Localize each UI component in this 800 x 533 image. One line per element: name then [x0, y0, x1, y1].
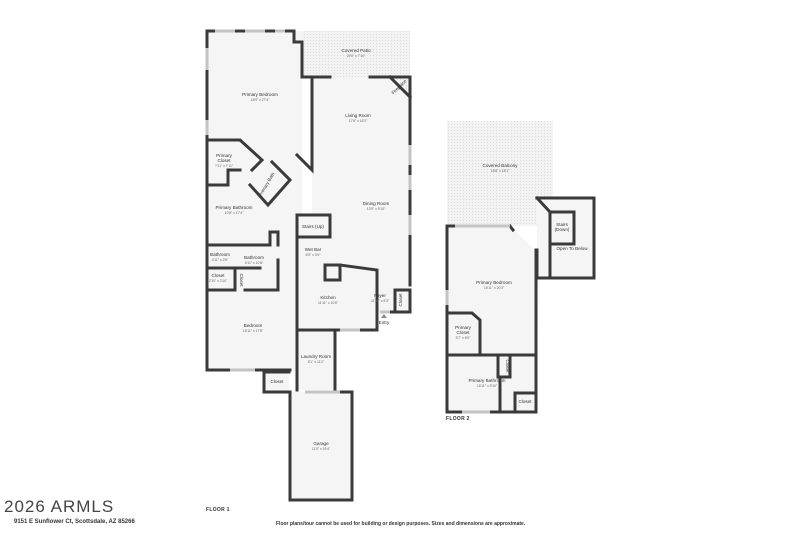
svg-text:Garage: Garage	[313, 441, 329, 446]
svg-text:7'11" x 7'11": 7'11" x 7'11"	[215, 164, 234, 168]
svg-text:Wet Bar: Wet Bar	[305, 247, 322, 252]
svg-text:15'11" x 17'8": 15'11" x 17'8"	[243, 329, 264, 333]
svg-text:Primary Bedroom: Primary Bedroom	[476, 280, 512, 285]
svg-text:17'6" x 16'2": 17'6" x 16'2"	[349, 119, 368, 123]
svg-text:Closet: Closet	[270, 379, 284, 384]
svg-text:8'1" x 11'2": 8'1" x 11'2"	[308, 360, 325, 364]
svg-text:Primary Bathroom: Primary Bathroom	[468, 378, 505, 383]
svg-text:Open To Below: Open To Below	[556, 246, 588, 251]
svg-text:15'11" x 9'10": 15'11" x 9'10"	[477, 384, 498, 388]
svg-text:Laundry Room: Laundry Room	[301, 354, 331, 359]
svg-text:18'9" x 27'4": 18'9" x 27'4"	[251, 98, 270, 102]
svg-text:Foyer: Foyer	[374, 293, 386, 298]
disclaimer: Floor plans/tour cannot be used for buil…	[276, 521, 526, 527]
svg-text:Primary: Primary	[216, 153, 233, 158]
svg-text:Covered Balcony: Covered Balcony	[483, 163, 519, 168]
svg-text:Primary Bedroom: Primary Bedroom	[242, 92, 278, 97]
svg-text:10'8" x 17'4": 10'8" x 17'4"	[225, 211, 244, 215]
floor-1: Covered Patio 20'0" x 7'10" Fireplace Pr…	[205, 29, 413, 502]
svg-text:Stairs (Up): Stairs (Up)	[302, 224, 324, 229]
svg-text:Bathroom: Bathroom	[244, 255, 264, 260]
floor-2: Covered Balcony 18'8" x 18'1" Stairs (Do…	[445, 121, 596, 414]
svg-text:11'0" x 19'4": 11'0" x 19'4"	[312, 447, 331, 451]
svg-text:Bathroom: Bathroom	[210, 252, 230, 257]
svg-text:5'7" x 8'9": 5'7" x 8'9"	[456, 336, 472, 340]
svg-text:Entry: Entry	[379, 320, 390, 325]
entry-arrow-icon	[381, 314, 387, 318]
svg-text:Closet: Closet	[398, 293, 403, 307]
svg-text:Bedroom: Bedroom	[244, 323, 263, 328]
floor-2-label: FLOOR 2	[446, 416, 470, 422]
svg-text:20'0" x 7'10": 20'0" x 7'10"	[347, 54, 366, 58]
svg-text:13'9" x 9'10": 13'9" x 9'10"	[367, 207, 386, 211]
svg-text:11'11" x 10'6": 11'11" x 10'6"	[318, 301, 339, 305]
svg-text:Kitchen: Kitchen	[320, 295, 336, 300]
svg-text:Closet: Closet	[239, 273, 244, 287]
svg-text:6'9" x 4'9": 6'9" x 4'9"	[306, 253, 322, 257]
svg-text:Covered Patio: Covered Patio	[341, 48, 371, 53]
svg-text:Stairs: Stairs	[556, 222, 568, 227]
svg-text:Closet: Closet	[217, 158, 231, 163]
svg-text:Dining Room: Dining Room	[363, 201, 390, 206]
watermark: 2026 ARMLS	[4, 497, 115, 516]
svg-text:Living Room: Living Room	[345, 113, 371, 118]
svg-text:(Down): (Down)	[555, 227, 570, 232]
svg-text:Primary Bathroom: Primary Bathroom	[215, 205, 252, 210]
property-address: 9151 E Sunflower Ct, Scottsdale, AZ 8526…	[14, 519, 135, 525]
svg-text:15'11" x 20'3": 15'11" x 20'3"	[484, 286, 505, 290]
svg-text:11'11" x 6'3": 11'11" x 6'3"	[371, 299, 390, 303]
floor-1-label: FLOOR 1	[206, 507, 230, 513]
svg-text:4'11" x 2'8": 4'11" x 2'8"	[212, 258, 229, 262]
svg-text:Closet: Closet	[518, 399, 532, 404]
svg-text:18'8" x 18'1": 18'8" x 18'1"	[491, 169, 510, 173]
svg-text:6'11" x 10'8": 6'11" x 10'8"	[245, 261, 264, 265]
svg-text:Closet: Closet	[211, 273, 225, 278]
svg-text:Closet: Closet	[505, 359, 510, 373]
svg-text:Primary: Primary	[455, 325, 472, 330]
svg-text:2'10" x 2'10": 2'10" x 2'10"	[209, 279, 228, 283]
svg-text:Closet: Closet	[456, 330, 470, 335]
